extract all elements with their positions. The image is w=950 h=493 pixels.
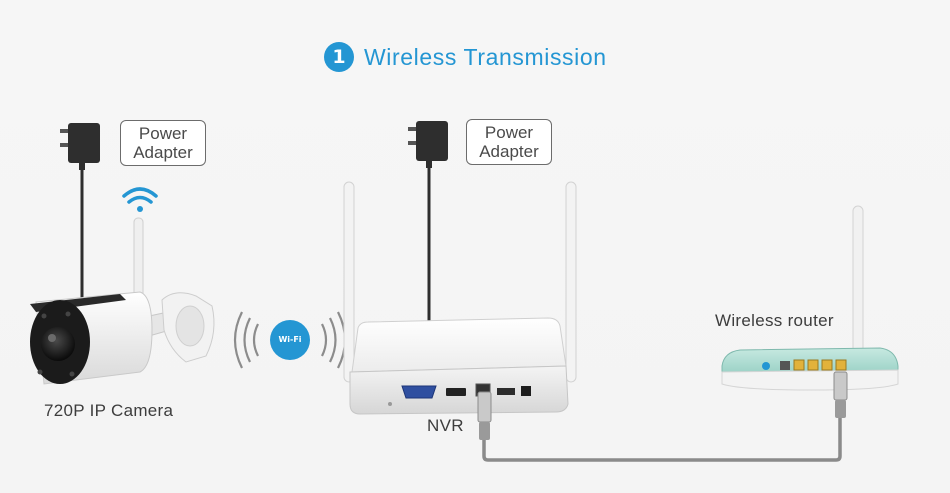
nvr-power-adapter-label-line1: Power — [484, 123, 534, 142]
nvr-label: NVR — [427, 416, 464, 435]
wifi-badge-icon — [270, 320, 310, 360]
ip-camera — [30, 217, 215, 385]
title-text: Wireless Transmission — [364, 43, 607, 70]
nvr-power-adapter-label: Power Adapter — [466, 119, 552, 165]
camera-power-adapter-label: Power Adapter — [120, 120, 206, 166]
router-label: Wireless router — [715, 311, 834, 330]
wifi-badge-text: Wi-Fi — [278, 335, 302, 344]
wifi-transmission-waves — [233, 311, 347, 369]
wireless-router — [721, 205, 899, 391]
diagram-title: 1 Wireless Transmission — [324, 40, 607, 74]
camera-power-adapter-label-line1: Power — [138, 124, 188, 143]
camera-power-adapter-label-line2: Adapter — [133, 143, 193, 162]
camera-label: 720P IP Camera — [44, 401, 174, 420]
nvr-power-adapter — [408, 121, 448, 326]
step-number-badge: 1 — [324, 42, 354, 72]
camera-wifi-icon — [122, 187, 158, 212]
network-cable — [477, 371, 848, 462]
nvr-power-adapter-label-line2: Adapter — [479, 142, 539, 161]
camera-power-adapter — [60, 123, 100, 300]
nvr-device — [343, 181, 577, 415]
